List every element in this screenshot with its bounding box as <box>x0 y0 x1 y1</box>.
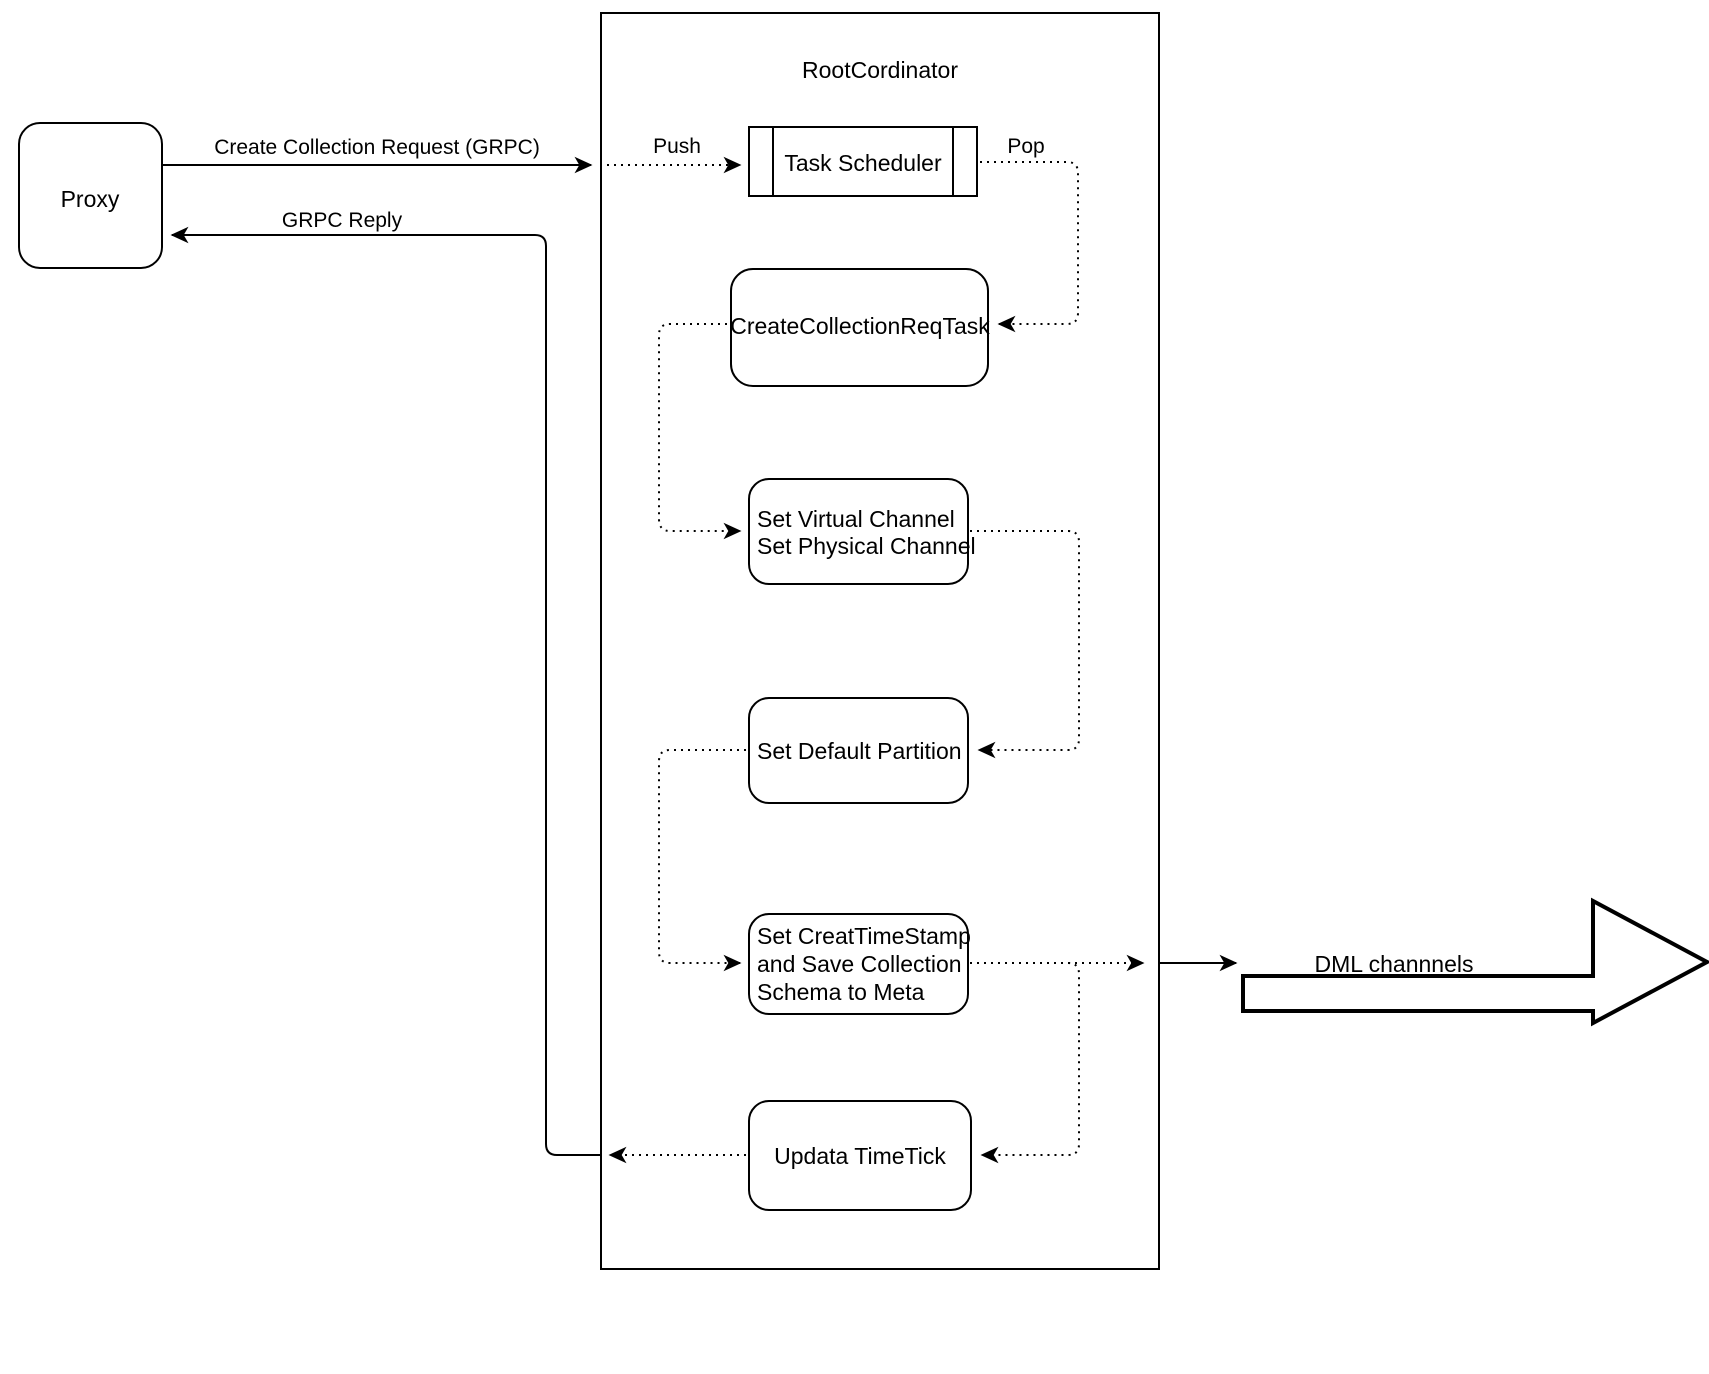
set-channels-label-line1: Set Virtual Channel <box>757 506 955 532</box>
set-default-partition-node <box>748 697 969 804</box>
edge-create-collection-request-label: Create Collection Request (GRPC) <box>214 136 540 159</box>
edge-push-label: Push <box>653 135 701 158</box>
proxy-label: Proxy <box>61 186 120 212</box>
edge-grpc-reply-label: GRPC Reply <box>282 209 403 232</box>
set-channels-label-line2: Set Physical Channel <box>757 533 976 559</box>
task-scheduler-node <box>748 126 978 197</box>
create-collection-req-task-label: CreateCollectionReqTask <box>730 313 990 339</box>
rootcordinator-container <box>600 12 1160 1270</box>
update-timetick-label: Updata TimeTick <box>774 1143 946 1169</box>
edge-grpc-reply <box>170 226 601 1156</box>
proxy-node <box>18 122 163 269</box>
task-scheduler-label: Task Scheduler <box>784 150 942 176</box>
create-collection-req-task-node <box>730 268 989 387</box>
set-create-timestamp-label-line1: Set CreatTimeStamp <box>757 923 971 949</box>
set-create-timestamp-label-line2: and Save Collection <box>757 951 962 977</box>
edge-pop <box>980 161 1079 333</box>
rootcordinator-label: RootCordinator <box>802 57 958 83</box>
dml-channels-arrow <box>1241 897 1709 1027</box>
edge-default-partition-to-create-timestamp <box>658 749 746 972</box>
edge-pop-label: Pop <box>1007 135 1044 158</box>
update-timetick-node <box>748 1100 972 1211</box>
dml-channels-label: DML channnels <box>1315 951 1474 977</box>
set-channels-node <box>748 478 969 585</box>
set-create-timestamp-node <box>748 913 969 1015</box>
set-default-partition-label: Set Default Partition <box>757 738 962 764</box>
set-create-timestamp-label-line3: Schema to Meta <box>757 979 925 1005</box>
